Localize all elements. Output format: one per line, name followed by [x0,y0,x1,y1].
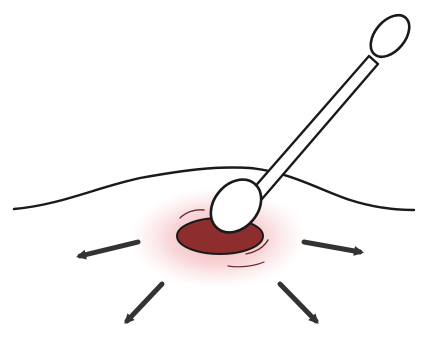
arrow-left-icon [80,242,138,256]
swab-stick [252,56,378,199]
swab-top-tip [363,8,417,64]
arrow-down-left-icon [127,284,162,321]
arrow-right-icon [304,242,360,252]
arrow-down-right-icon [280,284,316,321]
